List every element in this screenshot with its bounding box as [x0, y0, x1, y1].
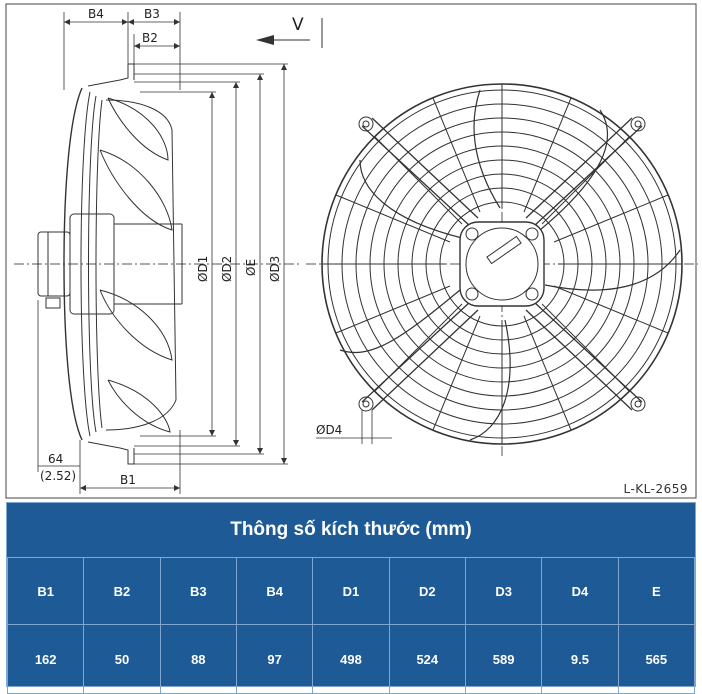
spec-value-cell: 88	[159, 624, 237, 694]
spec-value-cell: 589	[464, 624, 543, 694]
dimension-arrows	[64, 19, 287, 491]
dim-d1: ØD1	[196, 256, 210, 282]
spec-table: B1 B2 B3 B4 D1 D2 D3 D4 E 162 50 88 97 4…	[6, 557, 696, 694]
dim-d4: ØD4	[316, 423, 342, 437]
spec-header-cell: B2	[83, 557, 161, 625]
spec-value-cell: 565	[617, 624, 696, 694]
spec-header-cell: E	[617, 557, 696, 625]
fan-side-view	[14, 63, 300, 465]
spec-header-cell: D3	[464, 557, 543, 625]
spec-header-row: B1 B2 B3 B4 D1 D2 D3 D4 E	[6, 557, 696, 625]
spec-header-cell: B4	[235, 557, 314, 625]
spec-header-cell: D1	[312, 557, 390, 625]
spec-value-cell: 50	[83, 624, 161, 694]
dim-d3: ØD3	[268, 256, 282, 282]
spec-header-cell: D4	[541, 557, 619, 625]
spec-value-cell: 162	[6, 624, 85, 694]
dim-b2: B2	[142, 31, 158, 45]
dim-b4: B4	[88, 7, 104, 21]
spec-value-row: 162 50 88 97 498 524 589 9.5 565	[6, 624, 696, 694]
technical-drawing: B4 B3 B2 V ØD1 ØD2 ØE ØD3 B1 64 (2.52)	[5, 3, 698, 499]
dim-b3: B3	[144, 7, 160, 21]
dim-b1: B1	[120, 473, 136, 487]
spec-title: Thông số kích thước (mm)	[230, 519, 472, 540]
dim-v: V	[292, 15, 304, 35]
fan-front-view	[306, 83, 698, 458]
spec-value-cell: 9.5	[541, 624, 619, 694]
spec-value-cell: 498	[312, 624, 390, 694]
drawing-reference: L-KL-2659	[623, 482, 688, 496]
drawing-frame	[5, 3, 697, 499]
dim-d2: ØD2	[220, 256, 234, 282]
dim-e: ØE	[244, 259, 258, 276]
spec-header-cell: B3	[159, 557, 237, 625]
spec-table-panel: Thông số kích thước (mm) B1 B2 B3 B4 D1 …	[6, 502, 696, 694]
spec-header-cell: B1	[6, 557, 85, 625]
dim-offset-inch: (2.52)	[40, 469, 76, 483]
side-dimension-lines	[37, 12, 288, 494]
airflow-arrow	[256, 18, 323, 48]
d4-dimension	[316, 410, 392, 444]
spec-value-cell: 524	[388, 624, 466, 694]
dim-offset: 64	[48, 452, 63, 466]
spec-value-cell: 97	[235, 624, 314, 694]
spec-header-cell: D2	[388, 557, 466, 625]
